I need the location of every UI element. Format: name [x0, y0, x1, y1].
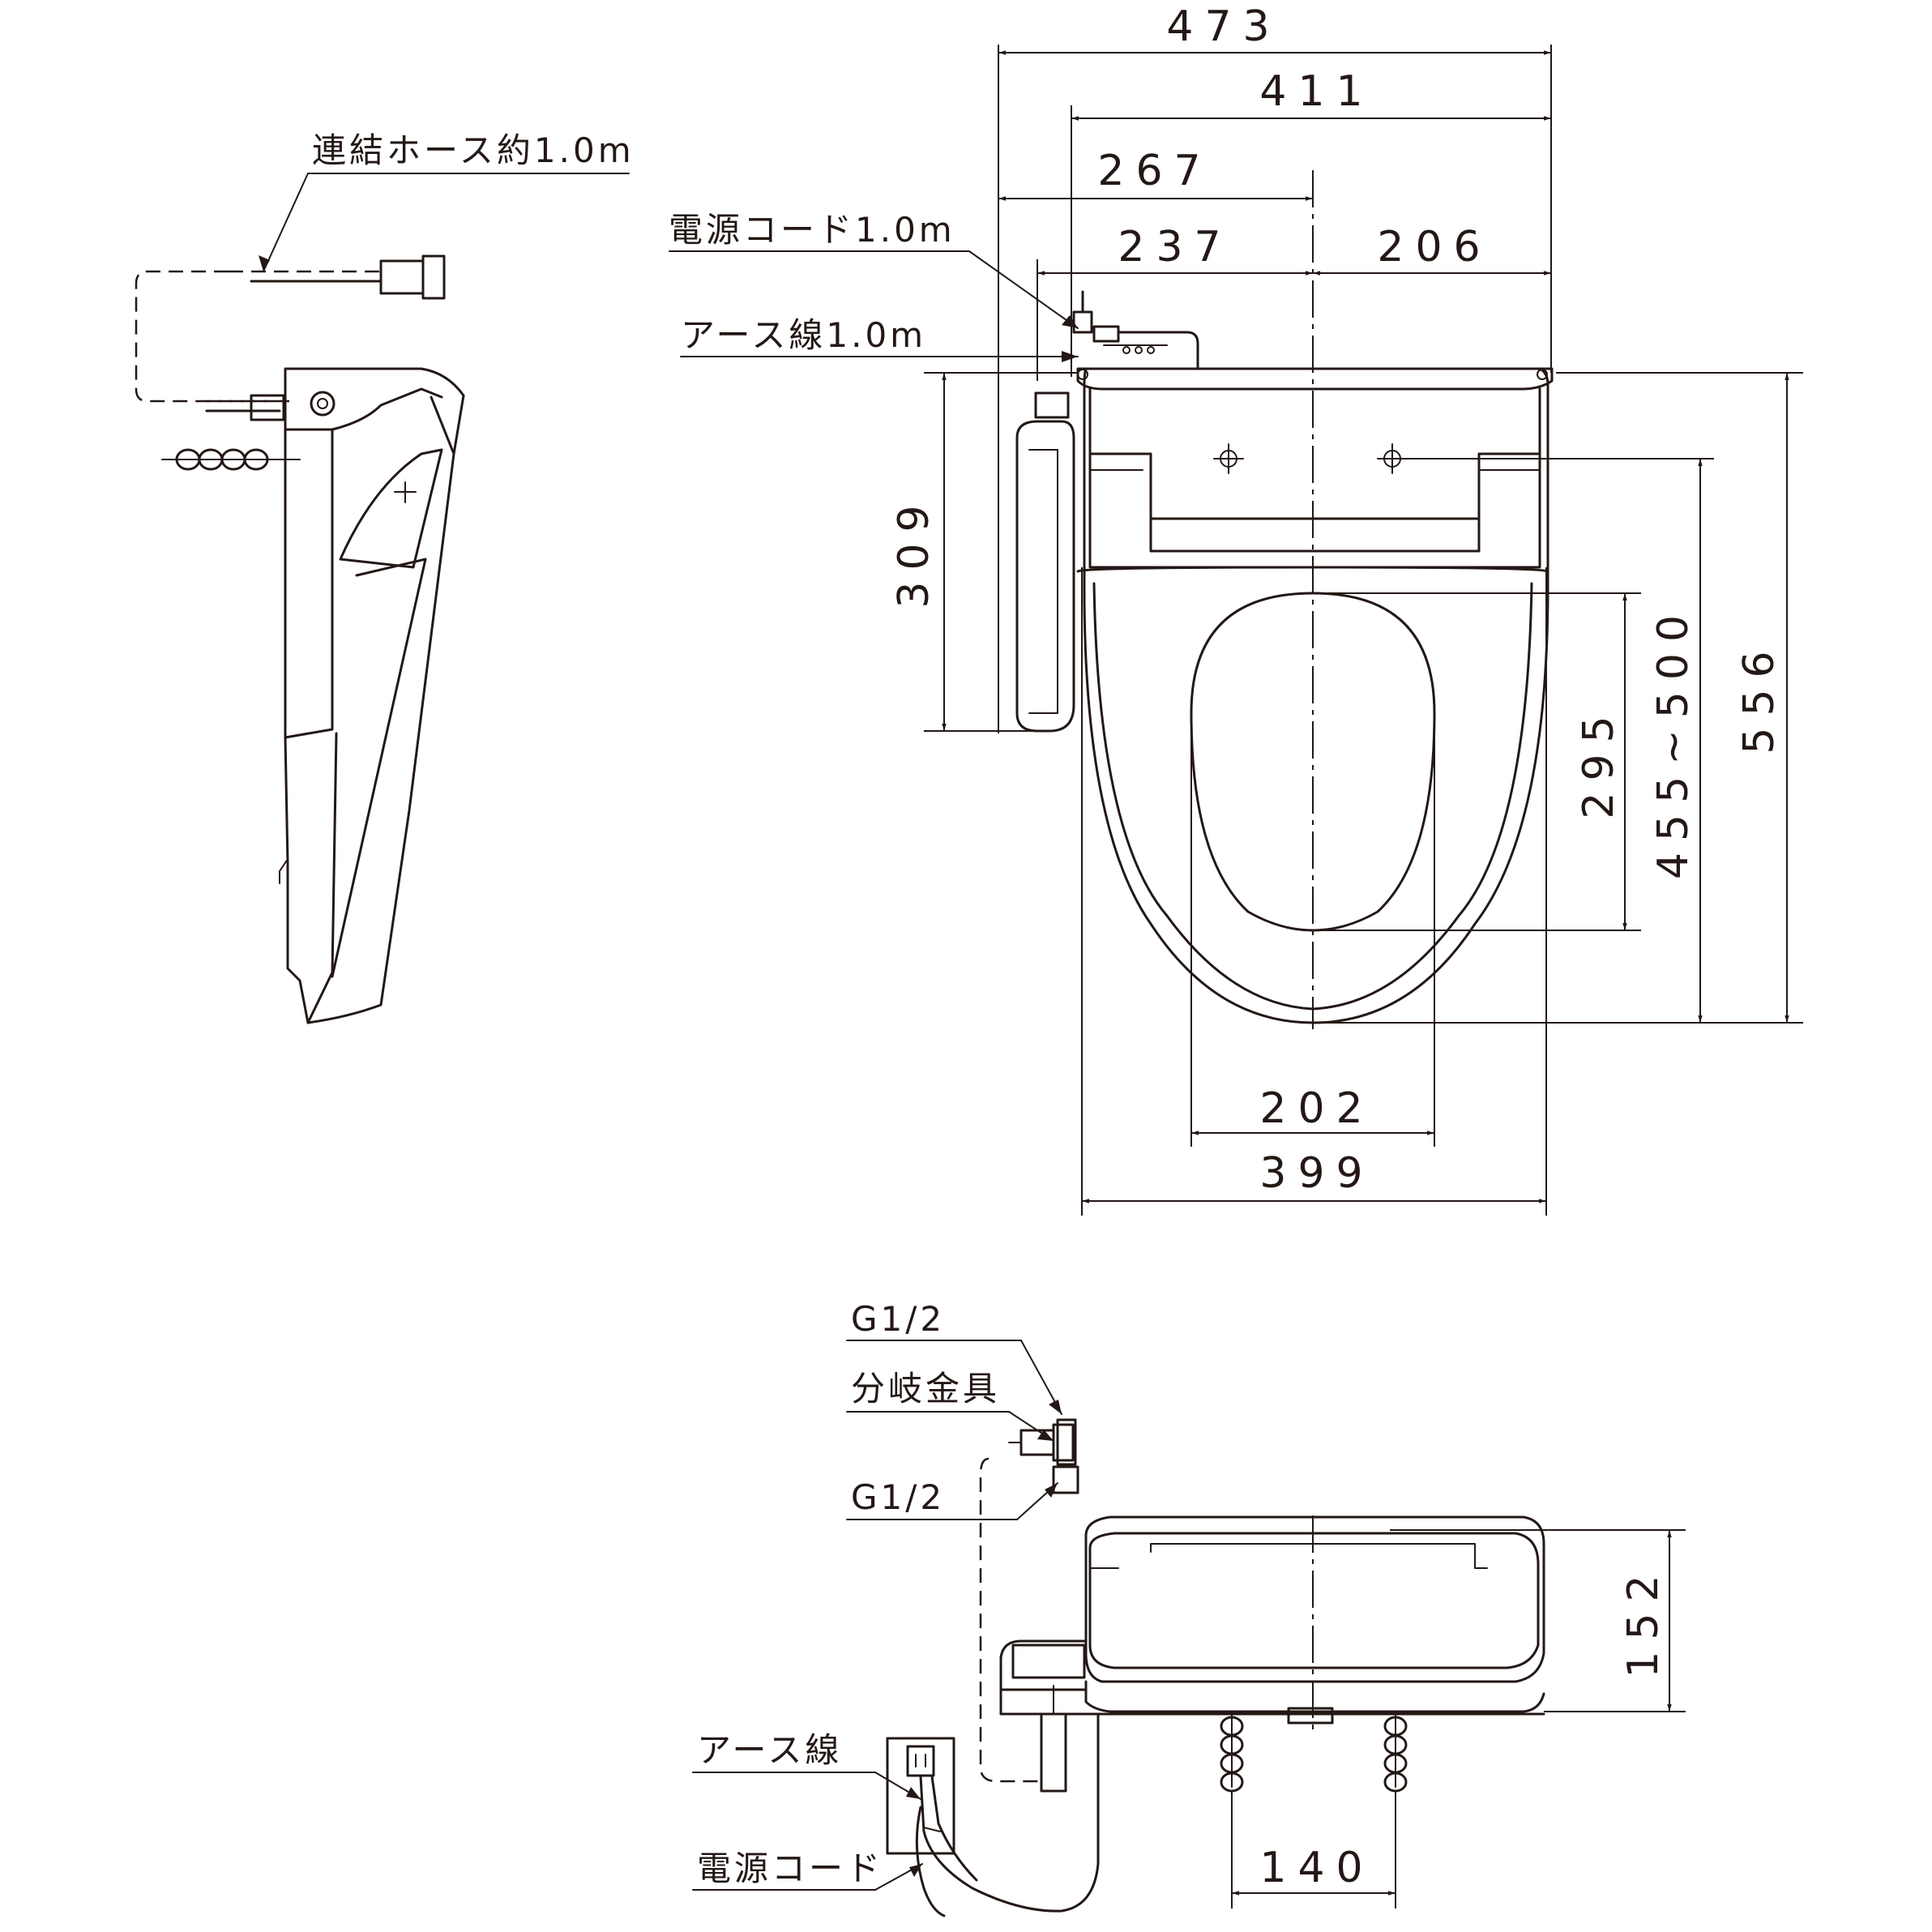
leg-left: [1220, 1713, 1244, 1793]
front-view: [692, 1340, 1545, 1917]
dimension-texts: 473 411 267 237 206 309 295 455~500 556 …: [890, 2, 1784, 1892]
dim-455-500: 455~500: [1649, 604, 1698, 879]
top-view-dimensions: [924, 50, 1803, 1216]
label-power-cord-length: 電源コード1.0m: [669, 210, 955, 250]
label-g-half-top: G1/2: [851, 1299, 945, 1339]
dim-473: 473: [1166, 2, 1280, 51]
top-view: [669, 45, 1554, 1029]
side-view: [135, 173, 630, 1024]
dim-206: 206: [1377, 223, 1491, 271]
label-g-half-bottom: G1/2: [851, 1477, 945, 1517]
dim-295: 295: [1575, 704, 1623, 819]
dim-411: 411: [1259, 67, 1374, 116]
label-branch-fitting: 分岐金具: [851, 1369, 1000, 1408]
dim-140: 140: [1259, 1844, 1374, 1892]
label-power-cord: 電源コード: [697, 1849, 883, 1888]
dim-152: 152: [1619, 1563, 1668, 1678]
dim-309: 309: [890, 494, 938, 608]
dim-267: 267: [1097, 147, 1212, 195]
dim-556: 556: [1735, 639, 1784, 754]
label-hose: 連結ホース約1.0m: [312, 130, 635, 170]
leg-right: [1383, 1713, 1408, 1793]
dim-237: 237: [1118, 223, 1232, 271]
dim-202: 202: [1259, 1084, 1374, 1133]
dim-399: 399: [1259, 1149, 1374, 1198]
label-earth-wire: アース線: [697, 1730, 842, 1770]
front-view-dimensions: [1231, 1529, 1686, 1908]
callout-labels: 連結ホース約1.0m 電源コード1.0m アース線1.0m G1/2 分岐金具 …: [312, 130, 1000, 1888]
label-earth-wire-length: アース線1.0m: [681, 315, 926, 355]
